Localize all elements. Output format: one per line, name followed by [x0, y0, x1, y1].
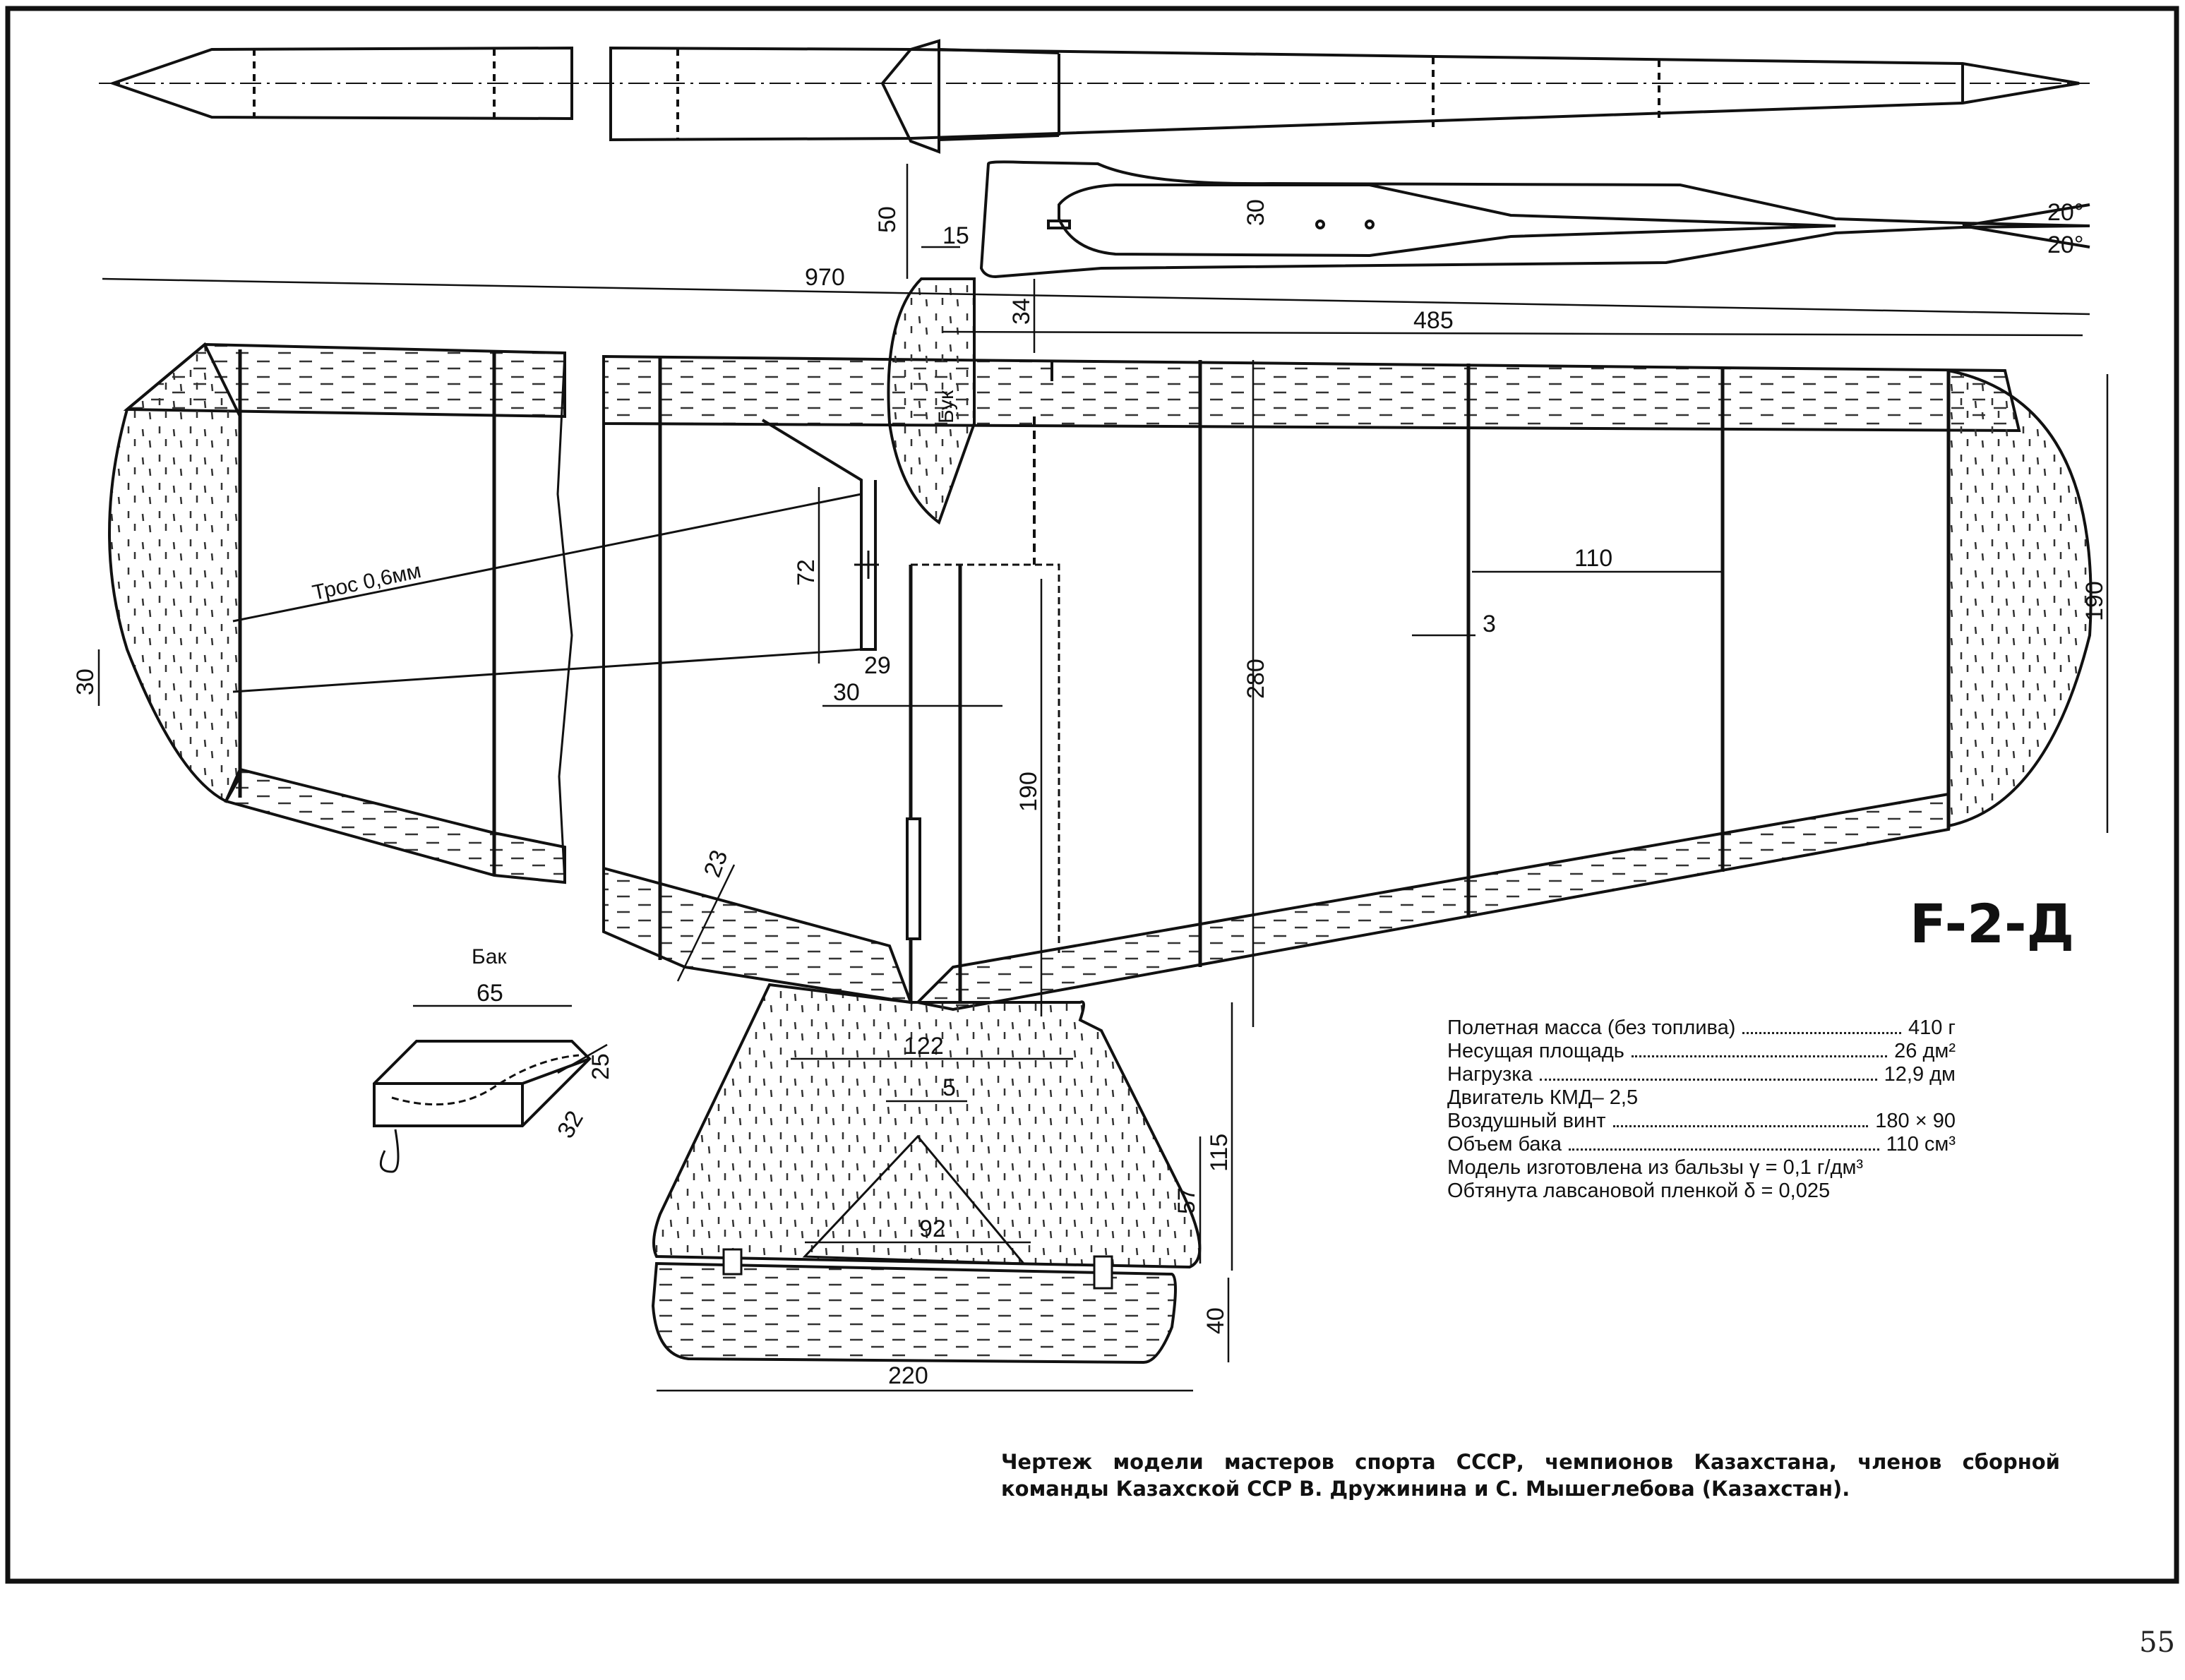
spec-label: Обтянута лавсановой пленкой [1447, 1180, 1739, 1202]
dim-rib-spacing: 110 [1574, 545, 1612, 572]
dim-nose-width: 15 [942, 222, 969, 249]
spec-label: Воздушный винт [1447, 1110, 1606, 1132]
spec-label: Несущая площадь [1447, 1040, 1624, 1062]
figure-caption: Чертеж модели мастеров спорта СССР, чемп… [1001, 1450, 2060, 1501]
dim-stab-span: 122 [904, 1033, 944, 1060]
dim-stab-full-span: 220 [888, 1362, 928, 1389]
dim-tank-length: 65 [477, 980, 503, 1007]
spec-value: 26 дм² [1894, 1040, 1956, 1062]
spec-row: Несущая площадь 26 дм² [1447, 1040, 1956, 1063]
dim-tail-length: 115 [1206, 1134, 1233, 1172]
fuselage-side-view [979, 160, 2090, 279]
page-frame [5, 6, 2179, 1584]
spec-value: γ = 0,1 г/дм³ [1749, 1156, 1864, 1179]
dim-fuselage-depth: 30 [1243, 199, 1269, 226]
spec-row: Воздушный винт 180 × 90 [1447, 1110, 1956, 1133]
dim-wing-chord: 190 [2081, 581, 2108, 621]
stabilizer [651, 983, 1202, 1364]
dim-nose-offset: 34 [1008, 298, 1035, 325]
dim-fuselage-height: 50 [874, 206, 901, 233]
dim-tank-width: 32 [552, 1106, 589, 1143]
wing-right-panel [602, 354, 2093, 1012]
rope-label: Трос 0,6мм [311, 559, 424, 605]
spec-value: δ = 0,025 [1744, 1180, 1831, 1202]
dim-angle-up: 20° [2047, 199, 2083, 226]
spec-label: Двигатель КМД– 2,5 [1447, 1086, 1639, 1109]
control-system [232, 277, 976, 693]
dim-wing-length: 280 [1243, 659, 1269, 699]
dim-tail-base: 92 [919, 1216, 946, 1242]
spec-value: 12,9 дм [1884, 1063, 1956, 1086]
fuel-tank [373, 1040, 592, 1173]
spec-row: Полетная масса (без топлива) 410 г [1447, 1016, 1956, 1040]
dim-flap-offset: 30 [833, 679, 860, 706]
spec-label: Объем бака [1447, 1133, 1562, 1156]
tank-label: Бак [472, 945, 507, 968]
specifications-table: Полетная масса (без топлива) 410 г Несуща… [1447, 1016, 1956, 1203]
page-number: 55 [2139, 1626, 2175, 1659]
dim-elevator-gap: 190 [1015, 772, 1042, 812]
dim-wingtip-offset: 30 [72, 668, 99, 695]
dim-angle-down: 20° [2047, 232, 2083, 258]
dimension-lines [97, 164, 2109, 1392]
spec-label: Модель изготовлена из бальзы [1447, 1156, 1744, 1179]
spec-row: Нагрузка 12,9 дм [1447, 1063, 1956, 1086]
spec-value: 110 см³ [1886, 1133, 1956, 1156]
spec-label: Нагрузка [1447, 1063, 1533, 1086]
spec-value: 410 г [1908, 1016, 1956, 1039]
dim-elevator-chord: 40 [1202, 1307, 1229, 1334]
dim-span: 970 [805, 264, 845, 291]
spec-row: Объем бака 110 см³ [1447, 1133, 1956, 1156]
dim-tank-height: 25 [587, 1053, 614, 1080]
spec-label: Полетная масса (без топлива) [1447, 1016, 1736, 1039]
wing-left-panel [108, 342, 573, 884]
dim-bellcrank-arm: 29 [864, 652, 891, 679]
fuselage-top-view [99, 39, 2090, 154]
drawing-title: F-2-Д [1910, 892, 2074, 955]
dim-spar-width: 5 [942, 1074, 956, 1101]
dim-tail-height: 57 [1173, 1187, 1200, 1214]
spec-row: Двигатель КМД– 2,5 [1447, 1086, 1956, 1110]
dim-half-span: 485 [1413, 307, 1454, 334]
dim-bellcrank: 72 [793, 559, 820, 586]
beech-label: Бук [935, 390, 958, 424]
spec-row: Модель изготовлена из бальзы γ = 0,1 г/д… [1447, 1156, 1956, 1180]
dim-rib-width: 3 [1483, 611, 1496, 637]
spec-row: Обтянута лавсановой пленкой δ = 0,025 [1447, 1180, 1956, 1203]
spec-value: 180 × 90 [1875, 1110, 1956, 1132]
